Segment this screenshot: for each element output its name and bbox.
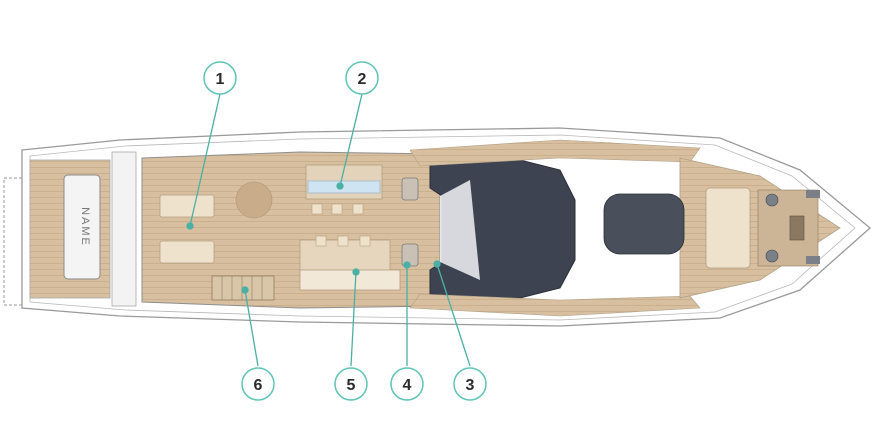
- callout-2-label: 2: [358, 71, 367, 88]
- sunbed-upper: [159, 194, 215, 218]
- callout-leaders: [186, 93, 471, 367]
- swim-platform-outline: [3, 177, 22, 306]
- cockpit-bulkhead: [111, 151, 137, 307]
- windlass: [789, 215, 805, 241]
- sunbed-lower: [159, 240, 215, 264]
- leader-2: [339, 93, 363, 187]
- bow-cap-upper: [806, 190, 820, 198]
- round-table: [235, 181, 273, 219]
- dinette-sofa: [299, 269, 401, 291]
- cleat-lower: [765, 249, 779, 263]
- cleat-upper: [765, 193, 779, 207]
- hull-inner-line: [29, 134, 856, 321]
- callout-4: 4: [390, 367, 424, 401]
- hull-name-text: NAME: [79, 207, 91, 247]
- callout-6: 6: [241, 367, 275, 401]
- bar-stool-2: [331, 203, 343, 215]
- callout-4-label: 4: [403, 377, 412, 394]
- bow-cap-lower: [806, 256, 820, 264]
- foredeck-sunpad: [705, 187, 751, 269]
- bar-counter-glass: [307, 180, 381, 194]
- windshield-glare: [440, 180, 480, 280]
- dinette-chair-1: [315, 235, 327, 247]
- callout-5: 5: [334, 367, 368, 401]
- callout-1: 1: [203, 61, 237, 95]
- callout-1-label: 1: [216, 71, 225, 88]
- leader-1: [189, 93, 221, 227]
- foredeck-hatch: [603, 193, 685, 255]
- leader-6: [244, 289, 259, 367]
- aft-sunpad: [63, 174, 101, 280]
- callout-2: 2: [345, 61, 379, 95]
- helm-seat-upper: [401, 177, 419, 201]
- dinette-chair-3: [359, 235, 371, 247]
- leader-5: [350, 271, 357, 367]
- callout-3-label: 3: [466, 377, 475, 394]
- callout-5-label: 5: [347, 377, 356, 394]
- leader-3: [436, 263, 471, 367]
- bar-stool-3: [352, 203, 364, 215]
- callout-3: 3: [453, 367, 487, 401]
- bar-stool-1: [311, 203, 323, 215]
- callout-6-label: 6: [254, 377, 263, 394]
- dinette-chair-2: [337, 235, 349, 247]
